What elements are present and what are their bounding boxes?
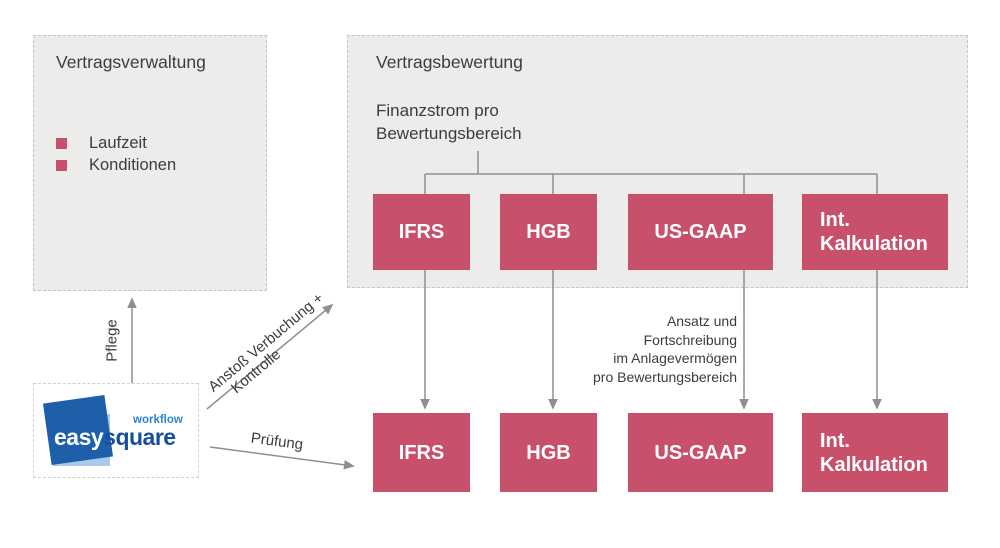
- box-top-int-kalkulation: Int. Kalkulation: [802, 194, 948, 270]
- list-item: Laufzeit: [56, 132, 176, 154]
- bullet-square-icon: [56, 137, 67, 149]
- box-bottom-usgaap: US-GAAP: [628, 413, 773, 492]
- list-item: Konditionen: [56, 154, 176, 176]
- logo-text-workflow: workflow: [133, 414, 183, 426]
- list-item-label: Konditionen: [89, 155, 177, 174]
- panel-contract-valuation-subtitle: Finanzstrom pro Bewertungsbereich: [376, 101, 522, 143]
- annotation-ansatz-fortschreibung: Ansatz und Fortschreibung im Anlagevermö…: [593, 313, 737, 385]
- arrow-label-pflege: Pflege: [103, 319, 121, 362]
- logo-wordmark: easysquare: [54, 424, 176, 451]
- box-top-ifrs: IFRS: [373, 194, 470, 270]
- panel-contract-administration: Vertragsverwaltung Laufzeit Konditionen: [33, 35, 267, 291]
- arrow-label-pruefung: Prüfung: [249, 429, 305, 454]
- panel-contract-valuation-title: Vertragsbewertung: [376, 52, 523, 72]
- box-bottom-ifrs: IFRS: [373, 413, 470, 492]
- logo-text-square: square: [103, 424, 176, 450]
- arrow-label-anstoss-verbuchung: Anstoß Verbuchung +: [205, 289, 327, 396]
- box-bottom-int-kalkulation: Int. Kalkulation: [802, 413, 948, 492]
- box-bottom-hgb: HGB: [500, 413, 597, 492]
- logo-text-easy: easy: [54, 424, 104, 450]
- box-top-usgaap: US-GAAP: [628, 194, 773, 270]
- bullet-square-icon: [56, 159, 67, 171]
- panel-contract-administration-title: Vertragsverwaltung: [56, 52, 206, 72]
- easysquare-logo: easysquare workflow: [33, 383, 199, 478]
- contract-admin-bullet-list: Laufzeit Konditionen: [56, 132, 176, 176]
- list-item-label: Laufzeit: [89, 133, 147, 152]
- box-top-hgb: HGB: [500, 194, 597, 270]
